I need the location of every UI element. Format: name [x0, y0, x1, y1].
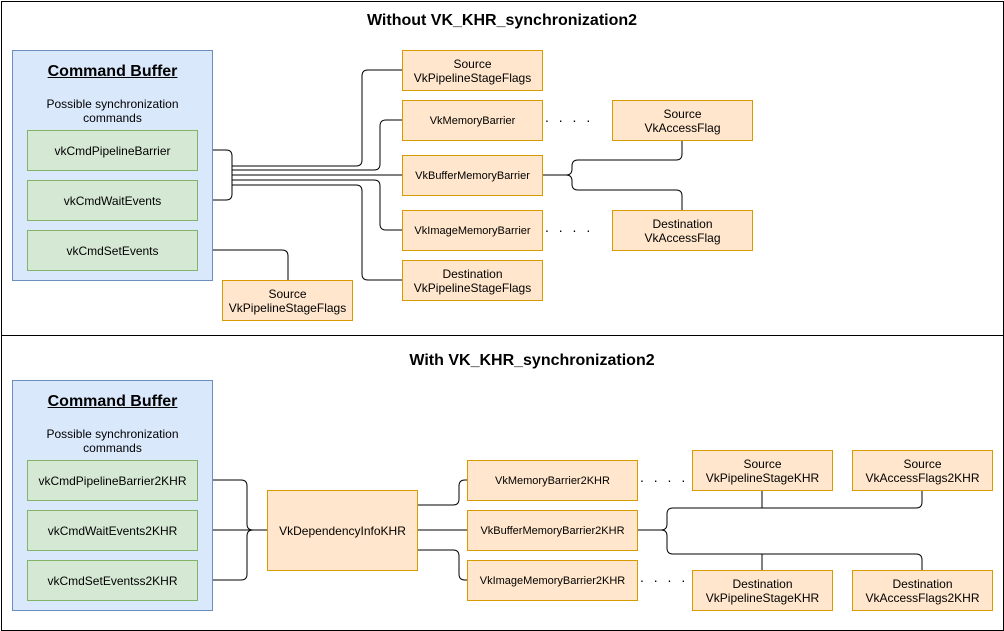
- bottom-destination-access-line1: Destination: [892, 576, 953, 591]
- top-destination-access-line1: Destination: [652, 216, 713, 231]
- bottom-command-wait-events2: vkCmdWaitEvents2KHR: [27, 510, 198, 551]
- bottom-image-memory-barrier2: VkImageMemoryBarrier2KHR: [467, 560, 638, 601]
- top-source-access-line1: Source: [663, 106, 702, 121]
- top-destination-stage-line1: Destination: [442, 266, 503, 281]
- top-source-stage-box: Source VkPipelineStageFlags: [402, 50, 543, 91]
- top-set-events-source-stage-line2: VkPipelineStageFlags: [228, 300, 347, 315]
- top-command-buffer-subtitle-2: commands: [83, 111, 142, 125]
- bottom-ellipsis-memory: . . . .: [640, 469, 689, 485]
- top-source-access-line2: VkAccessFlag: [644, 120, 721, 135]
- top-destination-stage-box: Destination VkPipelineStageFlags: [402, 260, 543, 301]
- top-destination-access-line2: VkAccessFlag: [644, 230, 721, 245]
- top-command-buffer-subtitle-1: Possible synchronization: [46, 97, 179, 111]
- top-memory-barrier: VkMemoryBarrier: [402, 100, 543, 141]
- top-command-wait-events: vkCmdWaitEvents: [27, 180, 198, 221]
- top-title: Without VK_KHR_synchronization2: [366, 12, 638, 29]
- top-source-stage-line2: VkPipelineStageFlags: [413, 70, 532, 85]
- top-command-set-events: vkCmdSetEvents: [27, 230, 198, 271]
- bottom-source-access-line2: VkAccessFlags2KHR: [865, 470, 980, 485]
- bottom-destination-access-line2: VkAccessFlags2KHR: [865, 590, 980, 605]
- bottom-buffer-memory-barrier2: VkBufferMemoryBarrier2KHR: [467, 510, 638, 551]
- top-destination-stage-line2: VkPipelineStageFlags: [413, 280, 532, 295]
- top-destination-access-box: Destination VkAccessFlag: [612, 210, 753, 251]
- bottom-command-buffer-subtitle-2: commands: [83, 441, 142, 455]
- bottom-source-stage-line2: VkPipelineStageKHR: [705, 470, 820, 485]
- top-image-memory-barrier: VkImageMemoryBarrier: [402, 210, 543, 251]
- bottom-source-access-line1: Source: [903, 456, 942, 471]
- top-ellipsis-image: . . . .: [545, 219, 594, 235]
- bottom-command-set-events2: vkCmdSetEventss2KHR: [27, 560, 198, 601]
- top-source-stage-line1: Source: [453, 56, 492, 71]
- top-source-access-box: Source VkAccessFlag: [612, 100, 753, 141]
- bottom-ellipsis-image: . . . .: [640, 569, 689, 585]
- top-set-events-source-stage-line1: Source: [268, 286, 307, 301]
- bottom-title: With VK_KHR_synchronization2: [409, 352, 655, 369]
- bottom-destination-access-box: Destination VkAccessFlags2KHR: [852, 570, 993, 611]
- top-command-pipeline-barrier: vkCmdPipelineBarrier: [27, 130, 198, 171]
- bottom-command-buffer-subtitle-1: Possible synchronization: [46, 427, 179, 441]
- bottom-dependency-info: VkDependencyInfoKHR: [267, 490, 418, 571]
- bottom-command-buffer-title: Command Buffer: [47, 393, 178, 410]
- bottom-memory-barrier2: VkMemoryBarrier2KHR: [467, 460, 638, 501]
- bottom-source-access-box: Source VkAccessFlags2KHR: [852, 450, 993, 491]
- bottom-destination-stage-line1: Destination: [732, 576, 793, 591]
- top-ellipsis-memory: . . . .: [545, 109, 594, 125]
- bottom-destination-stage-box: Destination VkPipelineStageKHR: [692, 570, 833, 611]
- top-buffer-memory-barrier: VkBufferMemoryBarrier: [402, 155, 543, 196]
- bottom-source-stage-box: Source VkPipelineStageKHR: [692, 450, 833, 491]
- top-command-buffer-title: Command Buffer: [47, 63, 178, 80]
- bottom-source-stage-line1: Source: [743, 456, 782, 471]
- top-set-events-source-stage-box: Source VkPipelineStageFlags: [222, 280, 353, 321]
- bottom-command-pipeline-barrier2: vkCmdPipelineBarrier2KHR: [27, 460, 198, 501]
- bottom-destination-stage-line2: VkPipelineStageKHR: [705, 590, 820, 605]
